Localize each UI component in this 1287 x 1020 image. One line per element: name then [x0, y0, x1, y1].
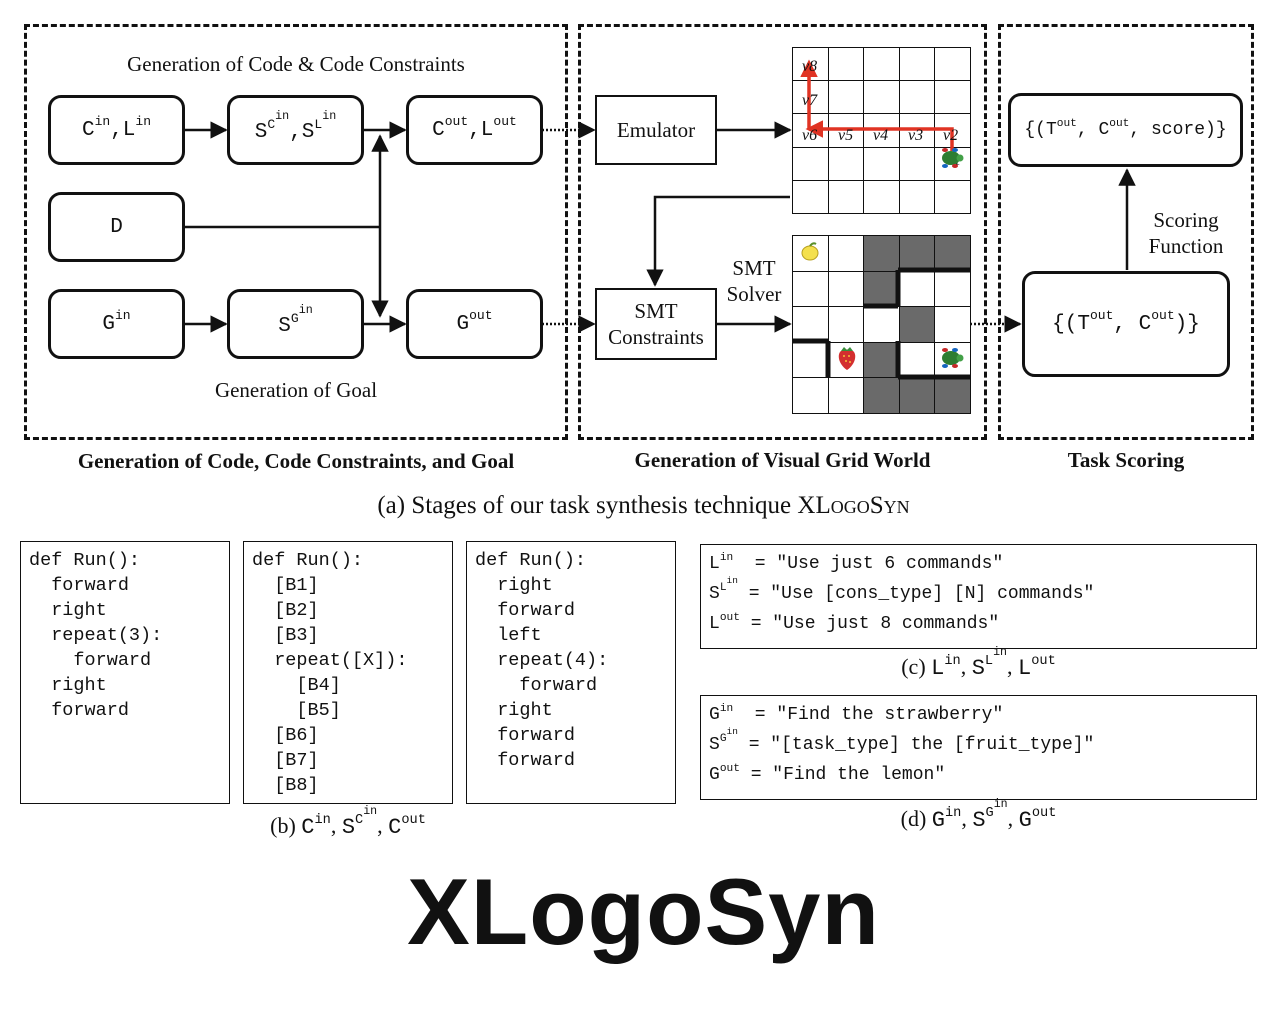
code-line: forward [29, 650, 152, 671]
code-line: [B5] [252, 700, 341, 721]
node-c-l-in: Cin,Lin [48, 95, 185, 165]
string-row: SGin = "[task_type] the [fruit_type]" [709, 725, 1095, 755]
code-line: forward [29, 575, 129, 596]
grid-cell [934, 235, 972, 273]
caption-d: (d) Gin, SGin, Gout [900, 798, 1057, 833]
string-row: Lin = "Use just 6 commands" [709, 551, 1004, 574]
code-subheading: Generation of Code & Code Constraints [127, 52, 465, 76]
grid-cell [792, 377, 830, 415]
grid-cell [934, 47, 972, 82]
path-v1-to-v6 [805, 120, 954, 151]
node-d: D [48, 192, 185, 262]
grid-cell [898, 47, 936, 82]
turtle-icon [942, 148, 964, 168]
grid-cell [792, 179, 830, 215]
grid-label-v3: v3 [908, 127, 924, 144]
grid-cell [827, 377, 865, 415]
goal-box: Gin = "Find the strawberry"SGin = "[task… [700, 695, 1257, 800]
code-sketch-box: def Run(): [B1] [B2] [B3] repeat([X]): [… [243, 541, 453, 804]
grid-cell [898, 179, 936, 215]
tasks-box: {(Tout, Cout)} [1022, 271, 1230, 377]
node-g-out: Gout [406, 289, 543, 359]
code-line: right [29, 675, 107, 696]
node-s-c-l-in: SCin,SLin [227, 95, 364, 165]
code-line: right [475, 700, 553, 721]
code-line: [B7] [252, 750, 319, 771]
stage1-heading: Generation of Code, Code Constraints, an… [77, 449, 515, 473]
code-line: [B6] [252, 725, 319, 746]
code-line: forward [475, 675, 598, 696]
code-line: [B2] [252, 600, 319, 621]
stage3-frame [998, 24, 1254, 440]
code-line: [B4] [252, 675, 341, 696]
grid-cell [792, 146, 830, 182]
code-line: right [29, 600, 107, 621]
grid-label-v2: v2 [943, 127, 959, 144]
grid-cell [863, 80, 901, 115]
stage3-heading: Task Scoring [1067, 448, 1185, 472]
code-in-box: def Run(): forward right repeat(3): forw… [20, 541, 230, 804]
code-line: repeat(4): [475, 650, 609, 671]
node-g-in: Gin [48, 289, 185, 359]
grid-label-v4: v4 [873, 127, 889, 144]
smt-constraints-box: SMT Constraints [595, 288, 717, 360]
pipeline-diagram [184, 121, 1136, 333]
arrow-grid-to-smt [646, 195, 790, 287]
string-row: Lout = "Use just 8 commands" [709, 611, 1000, 634]
wall-lines [792, 267, 970, 380]
code-line: right [475, 575, 553, 596]
grid-cell [934, 377, 972, 415]
grid-cell [863, 341, 901, 379]
node-c-l-out: Cout,Lout [406, 95, 543, 165]
code-line: forward [29, 700, 129, 721]
strawberry-icon [838, 347, 856, 370]
stage2-frame [578, 24, 987, 440]
code-line: def Run(): [252, 550, 364, 571]
code-line: [B1] [252, 575, 319, 596]
grid-label-v6: v6 [802, 127, 818, 144]
emulator-path-arrows [800, 59, 954, 151]
grid-cell [934, 179, 972, 215]
code-line: repeat(3): [29, 625, 163, 646]
technique-name: XLogoSyn [797, 492, 910, 519]
constraints-box: Lin = "Use just 6 commands"SLin = "Use [… [700, 544, 1257, 649]
lemon-icon [801, 242, 819, 261]
code-line: [B3] [252, 625, 319, 646]
caption-c: (c) Lin, SLin, Lout [901, 646, 1056, 681]
smt-solver-label: SMT Solver [726, 256, 782, 306]
string-row: SLin = "Use [cons_type] [N] commands" [709, 574, 1095, 604]
code-line: forward [475, 600, 575, 621]
code-line: [B8] [252, 775, 319, 796]
goal-subheading: Generation of Goal [214, 378, 378, 402]
stage2-heading: Generation of Visual Grid World [634, 448, 931, 472]
big-title: XLogoSyn [407, 859, 880, 964]
turtle-icon [942, 348, 964, 368]
string-row: Gout = "Find the lemon" [709, 762, 946, 785]
grid-cell [898, 80, 936, 115]
code-line: forward [475, 750, 575, 771]
code-line: left [475, 625, 542, 646]
code-line: def Run(): [475, 550, 587, 571]
caption-b: (b) Cin, SCin, Cout [270, 805, 426, 840]
grid-cell [863, 47, 901, 82]
grid-label-v7: v7 [802, 92, 818, 109]
grid-label-v8: v8 [802, 58, 818, 75]
code-out-box: def Run(): right forward left repeat(4):… [466, 541, 676, 804]
emulator-box: Emulator [595, 95, 717, 165]
code-line: repeat([X]): [252, 650, 408, 671]
grid-label-v5: v5 [838, 127, 854, 144]
scoring-function-label: Scoring Function [1148, 208, 1224, 258]
grid-cell [863, 377, 901, 415]
node-s-g-in: SGin [227, 289, 364, 359]
scored-tasks-box: {(Tout, Cout, score)} [1008, 93, 1243, 167]
stage1-frame [24, 24, 568, 440]
emulator-grid [792, 47, 972, 215]
string-row: Gin = "Find the strawberry" [709, 702, 1004, 725]
caption-a: (a) Stages of our task synthesis techniq… [377, 492, 910, 519]
code-line: forward [475, 725, 575, 746]
code-line: def Run(): [29, 550, 141, 571]
grid-cell [863, 179, 901, 215]
